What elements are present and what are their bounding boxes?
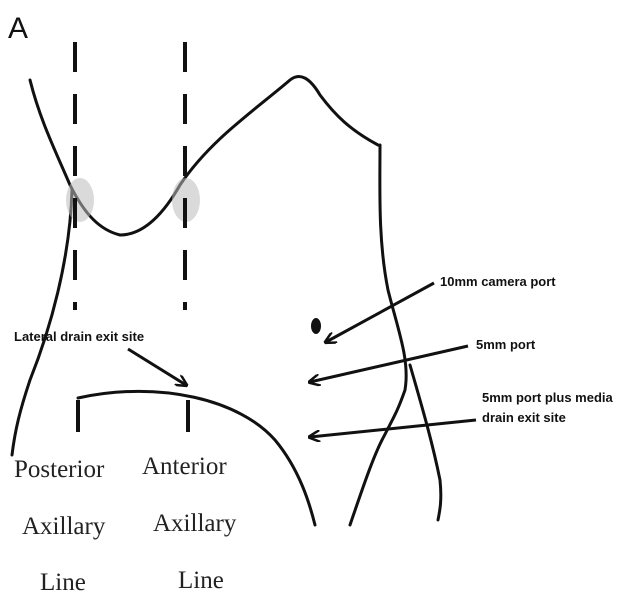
right-hip-curve xyxy=(410,365,441,520)
camera-port-arrow xyxy=(326,283,434,342)
blur-patch-left xyxy=(66,178,94,222)
posterior-label-word2: Axillary xyxy=(22,513,106,540)
umbilicus-marker xyxy=(311,318,321,334)
port-5mm-media-label-line1: 5mm port plus media xyxy=(482,390,614,405)
port-5mm-arrow xyxy=(310,346,468,382)
posterior-label-word3: Line xyxy=(40,569,86,596)
panel-letter: A xyxy=(8,12,28,45)
camera-port-label: 10mm camera port xyxy=(440,274,556,289)
port-5mm-label: 5mm port xyxy=(476,337,536,352)
torso-left-side xyxy=(12,190,72,455)
torso-right-side xyxy=(350,145,406,525)
port-5mm-media-label-line2: drain exit site xyxy=(482,410,566,425)
posterior-label-word1: Posterior xyxy=(14,456,105,483)
port-5mm-media-arrow xyxy=(310,420,476,437)
lateral-drain-arrow xyxy=(128,349,186,385)
anterior-label-word1: Anterior xyxy=(142,453,227,480)
anterior-label-word3: Line xyxy=(178,567,224,594)
anterior-label-word2: Axillary xyxy=(153,510,237,537)
lateral-drain-label: Lateral drain exit site xyxy=(14,329,144,344)
